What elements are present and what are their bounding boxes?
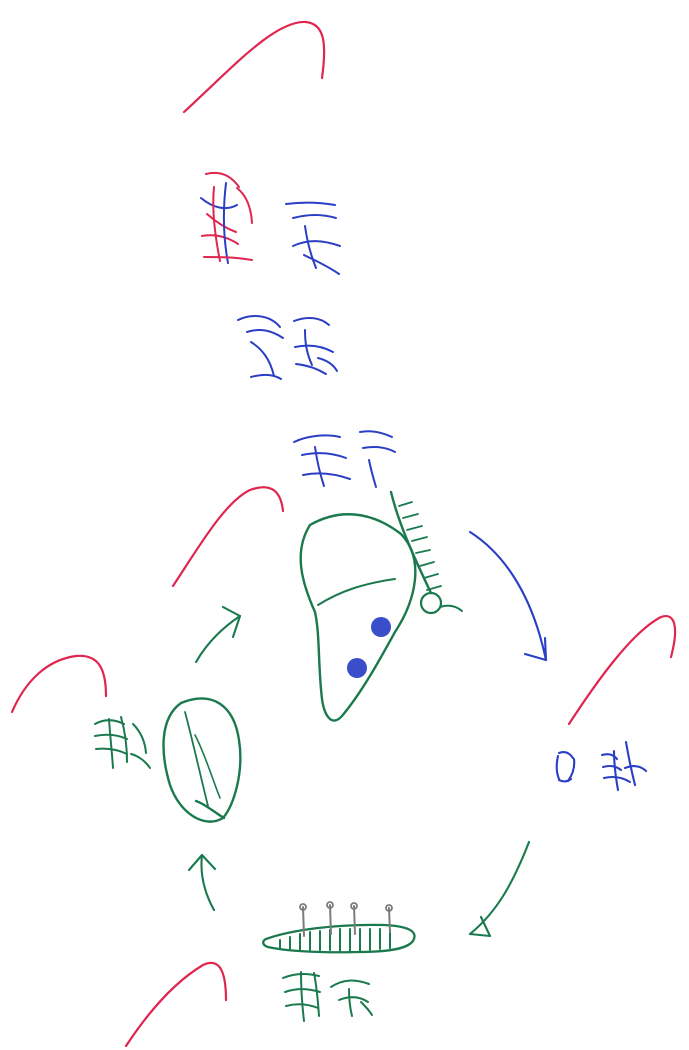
arrow-adult-to-blue-label-head bbox=[523, 636, 548, 662]
antenna-comb-strokes bbox=[398, 501, 442, 591]
left-green-scribble bbox=[94, 716, 151, 769]
arrow-egg-to-adult-head bbox=[221, 605, 242, 639]
arrow-egg-to-adult bbox=[194, 614, 242, 664]
middle-red-hook-arrow bbox=[171, 486, 285, 588]
antenna-stem bbox=[389, 490, 433, 595]
arrow-to-caterpillar bbox=[468, 840, 531, 936]
leaf-body-shape bbox=[299, 513, 417, 722]
caterpillar-leg-tips bbox=[299, 901, 393, 912]
leaf-midline bbox=[317, 578, 396, 606]
middle-blue-scribble bbox=[293, 430, 396, 488]
left-red-hook-arrow bbox=[10, 654, 108, 714]
right-blue-scribble bbox=[555, 740, 648, 792]
top-red-hook-arrow bbox=[182, 20, 326, 114]
arrow-caterpillar-to-egg-head bbox=[187, 853, 217, 872]
arrow-to-caterpillar-head bbox=[468, 915, 492, 938]
upper-blue-spot bbox=[371, 617, 391, 637]
right-red-hook-arrow bbox=[567, 614, 677, 726]
arrow-adult-to-blue-label bbox=[468, 530, 548, 662]
egg-inner-stroke-1 bbox=[184, 711, 209, 807]
bottom-green-scribble bbox=[282, 971, 373, 1022]
arrow-caterpillar-to-egg bbox=[200, 853, 216, 912]
caterpillar-body bbox=[262, 923, 416, 954]
lower-blue-spot bbox=[347, 658, 367, 678]
egg-inner-stroke-2 bbox=[194, 734, 221, 799]
caterpillar-legs bbox=[302, 904, 391, 937]
antenna-tip-icon bbox=[419, 591, 443, 615]
bottom-red-hook-arrow bbox=[124, 961, 228, 1048]
upper-scribble-group bbox=[200, 171, 341, 380]
antenna-side-stroke bbox=[439, 604, 463, 612]
egg-bottom-hatch bbox=[194, 799, 226, 820]
